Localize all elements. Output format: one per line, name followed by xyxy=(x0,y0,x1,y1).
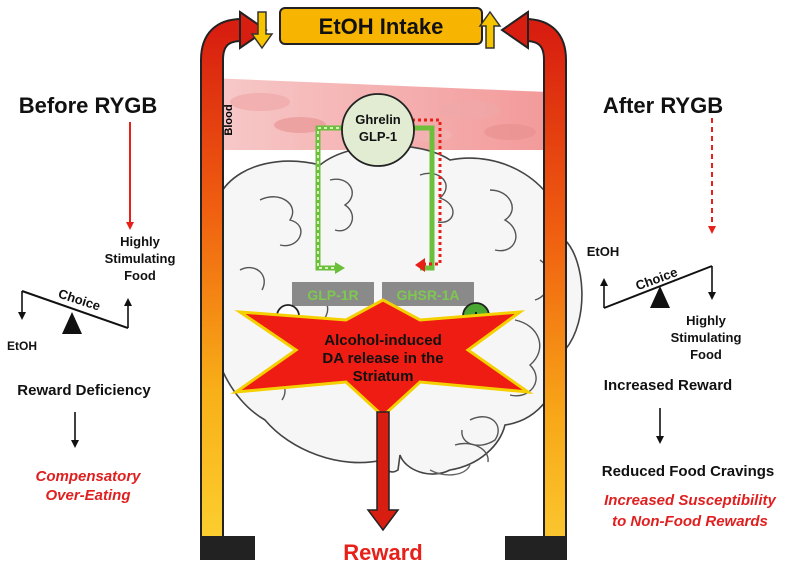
right-etoh-label: EtOH xyxy=(587,244,620,259)
right-choice-label: Choice xyxy=(634,264,680,293)
hormone-glp1: GLP-1 xyxy=(359,129,397,144)
left-food-line-2: Stimulating xyxy=(105,251,176,266)
etoh-intake-box: EtOH Intake xyxy=(279,7,483,45)
right-seesaw xyxy=(600,265,716,309)
hormone-ghrelin: Ghrelin xyxy=(355,112,401,127)
reward-deficiency-label: Reward Deficiency xyxy=(17,382,151,399)
increased-reward-label: Increased Reward xyxy=(604,377,732,394)
receptor-ghsr1a: GHSR-1A xyxy=(382,282,474,306)
hormone-circle: Ghrelin GLP-1 xyxy=(341,93,415,167)
starburst-line-1: Alcohol-induced xyxy=(324,332,442,349)
starburst-line-2: DA release in the xyxy=(322,350,443,367)
reward-arrow xyxy=(366,411,400,532)
right-food-line-3: Food xyxy=(690,347,722,362)
receptor-glp1r: GLP-1R xyxy=(292,282,374,306)
left-outcome-line-2: Over-Eating xyxy=(45,487,130,504)
left-feedback-arrow xyxy=(200,10,268,560)
left-seesaw xyxy=(18,290,132,334)
left-etoh-label: EtOH xyxy=(7,339,37,353)
etoh-intake-label: EtOH Intake xyxy=(319,14,444,39)
left-outcome-line-1: Compensatory xyxy=(35,468,141,485)
right-food-line-2: Stimulating xyxy=(671,330,742,345)
reduced-cravings-label: Reduced Food Cravings xyxy=(602,463,775,480)
before-rygb-heading: Before RYGB xyxy=(19,93,158,118)
dopamine-starburst: Alcohol-induced DA release in the Striat… xyxy=(230,298,534,419)
blood-label: Blood xyxy=(223,104,235,135)
right-feedback-arrow xyxy=(500,10,567,560)
right-outcome-line-2: to Non-Food Rewards xyxy=(612,513,768,530)
up-arrow-icon xyxy=(478,10,502,49)
hormone-pathways xyxy=(315,118,442,274)
left-food-line-1: Highly xyxy=(120,234,160,249)
left-food-line-3: Food xyxy=(124,268,156,283)
after-rygb-heading: After RYGB xyxy=(603,93,723,118)
starburst-line-3: Striatum xyxy=(353,368,414,385)
receptor-ghsr1a-label: GHSR-1A xyxy=(396,287,459,303)
reward-label: Reward xyxy=(343,540,422,565)
down-arrow-icon xyxy=(250,11,274,50)
receptor-glp1r-label: GLP-1R xyxy=(307,287,358,303)
right-food-line-1: Highly xyxy=(686,313,726,328)
left-choice-label: Choice xyxy=(56,286,102,314)
right-outcome-line-1: Increased Susceptibility xyxy=(604,492,776,509)
